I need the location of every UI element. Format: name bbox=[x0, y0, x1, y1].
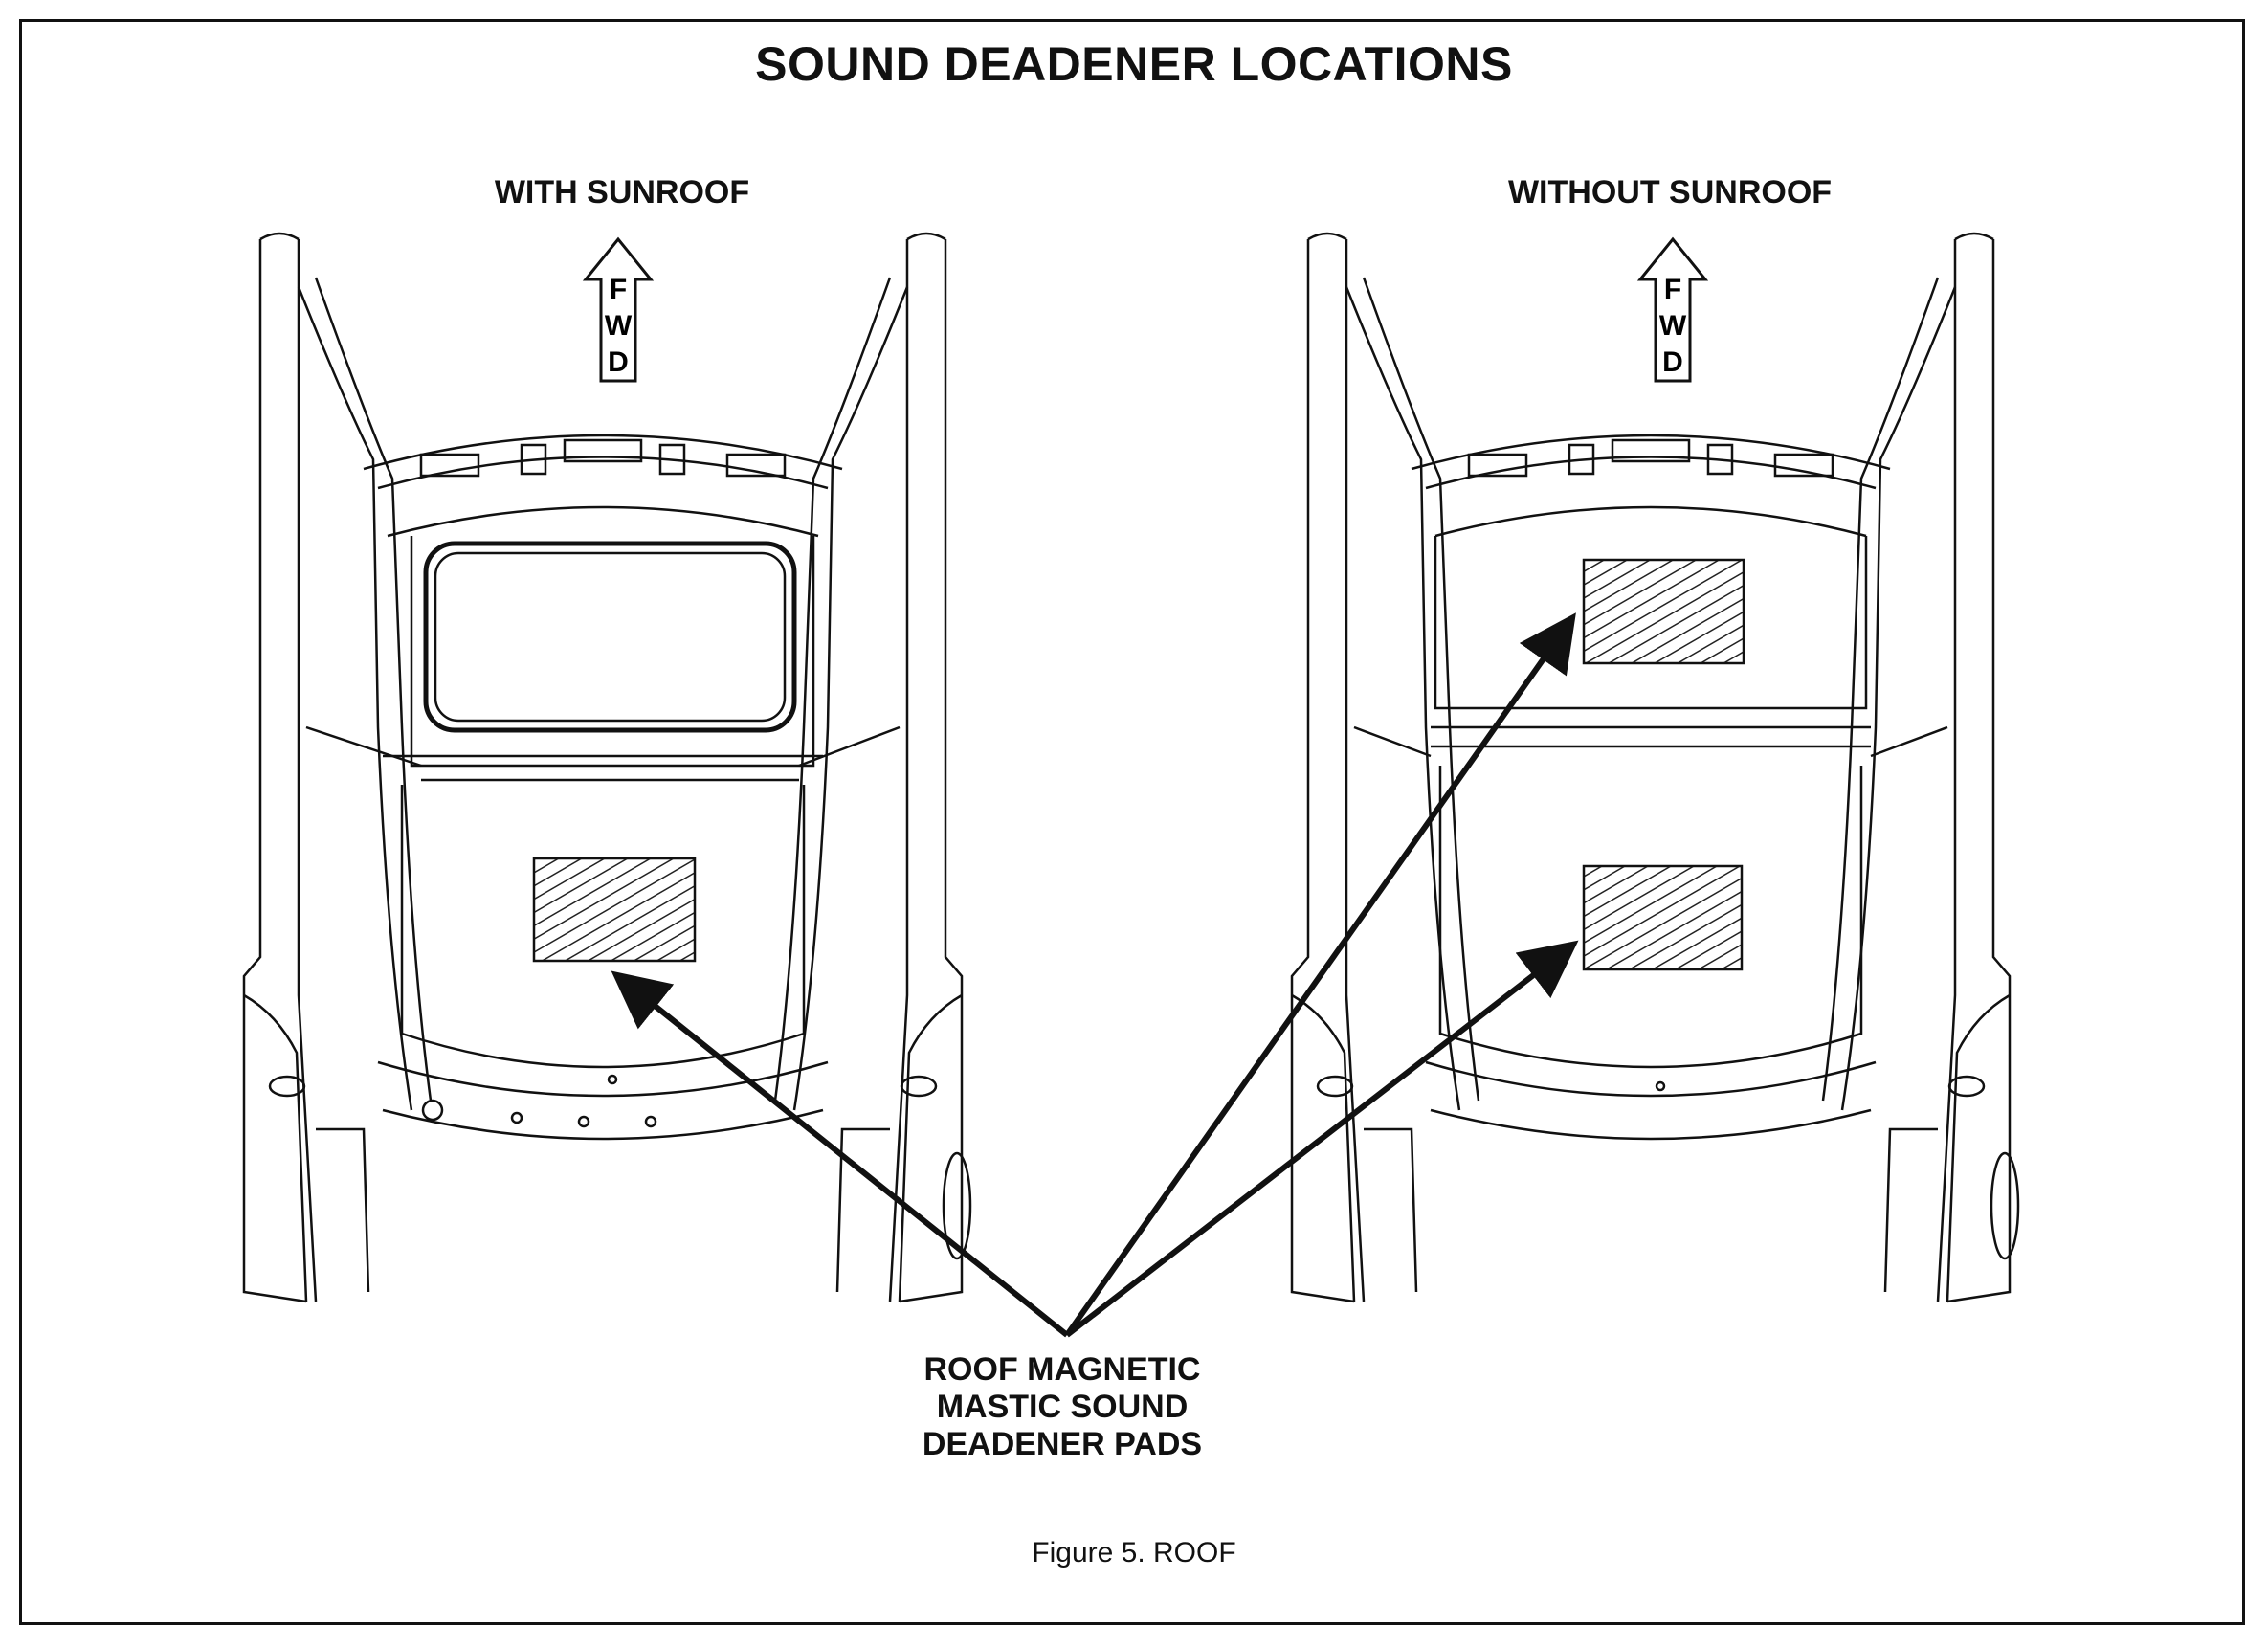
figure-title: SOUND DEADENER LOCATIONS bbox=[755, 37, 1513, 91]
leader-to-rear-pad bbox=[1065, 940, 1579, 1338]
fwd-letter-left-1: W bbox=[605, 310, 633, 342]
sound-pad-front-without-sunroof bbox=[1582, 558, 1745, 665]
callout-line-2: MASTIC SOUND bbox=[936, 1389, 1189, 1425]
fwd-letter-right-1: W bbox=[1659, 310, 1687, 342]
leader-to-sunroof-pad bbox=[611, 970, 1069, 1338]
without-sunroof-label: WITHOUT SUNROOF bbox=[1507, 174, 1833, 211]
fwd-letter-left-2: D bbox=[608, 346, 629, 378]
leader-to-front-pad bbox=[1064, 612, 1576, 1337]
body-with-sunroof bbox=[242, 232, 972, 1303]
figure-border bbox=[19, 19, 2245, 1625]
callout-line-1: ROOF MAGNETIC bbox=[923, 1351, 1201, 1388]
body-without-sunroof bbox=[1290, 232, 2020, 1303]
fwd-letter-left-0: F bbox=[610, 274, 627, 305]
fwd-letter-right-0: F bbox=[1664, 274, 1681, 305]
callout-label: ROOF MAGNETIC MASTIC SOUND DEADENER PADS bbox=[823, 1351, 1301, 1463]
fwd-arrow-left bbox=[582, 236, 655, 383]
sound-pad-rear-without-sunroof bbox=[1582, 864, 1744, 971]
fwd-arrow-right bbox=[1636, 236, 1709, 383]
figure-caption: Figure 5. ROOF bbox=[1032, 1537, 1236, 1569]
sound-pad-with-sunroof bbox=[532, 857, 697, 963]
callout-line-3: DEADENER PADS bbox=[922, 1426, 1203, 1462]
fwd-letter-right-2: D bbox=[1662, 346, 1683, 378]
callout-leaders bbox=[611, 612, 1579, 1338]
with-sunroof-label: WITH SUNROOF bbox=[494, 174, 750, 211]
